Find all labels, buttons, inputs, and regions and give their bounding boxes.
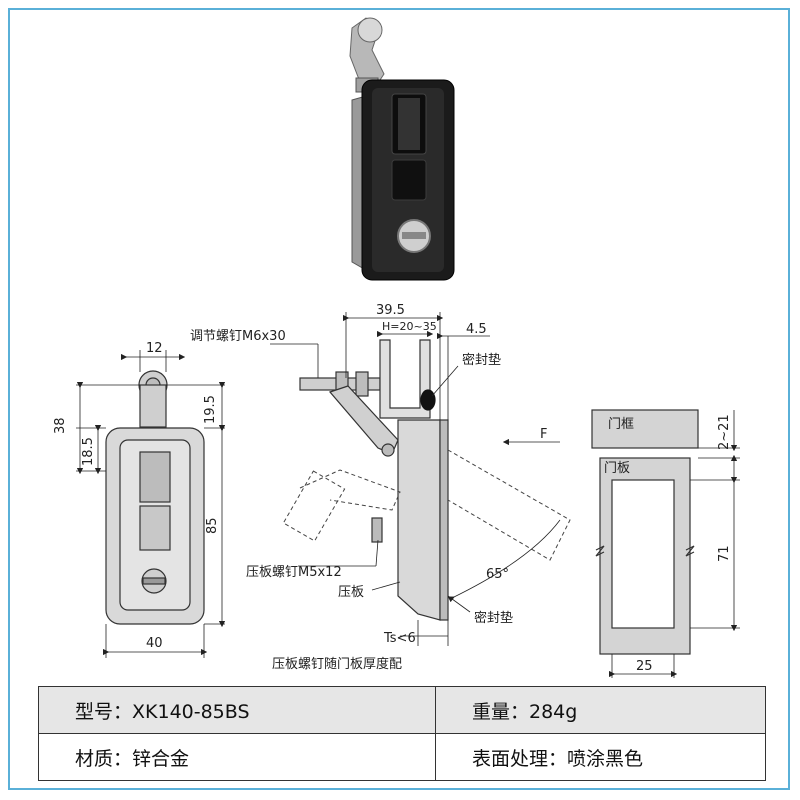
label-plate-screw: 压板螺钉M5x12	[246, 565, 342, 580]
label-door-frame: 门框	[608, 417, 634, 432]
cutout-view	[591, 409, 699, 655]
dim-25: 25	[636, 659, 653, 674]
label-adjust-screw: 调节螺钉M6x30	[190, 329, 286, 344]
spec-weight: 重量：284g	[435, 686, 766, 734]
dim-19-5: 19.5	[203, 395, 218, 424]
note-bottom: 压板螺钉随门板厚度配	[272, 656, 402, 672]
label-plate: 压板	[338, 585, 364, 600]
dim-18-5: 18.5	[81, 437, 96, 466]
spec-row: 材质：锌合金 表面处理：喷涂黑色	[38, 733, 766, 781]
spec-material: 材质：锌合金	[38, 733, 436, 781]
dim-ts: Ts<6	[383, 631, 416, 646]
dim-85: 85	[205, 517, 220, 534]
dim-2-21: 2~21	[717, 414, 732, 450]
label-door-panel: 门板	[604, 461, 630, 476]
dim-71: 71	[717, 545, 732, 562]
dim-38: 38	[53, 417, 68, 434]
dim-65-degrees: 65°	[486, 567, 509, 582]
dim-4-5: 4.5	[466, 322, 487, 337]
spec-finish: 表面处理：喷涂黑色	[435, 733, 766, 781]
dim-h-range: H=20~35	[382, 320, 437, 333]
side-view	[282, 339, 571, 621]
dim-40: 40	[146, 636, 163, 651]
dim-12: 12	[146, 341, 163, 356]
front-view	[76, 350, 226, 658]
image-frame	[8, 8, 790, 790]
product-photo	[349, 17, 455, 281]
spec-row: 型号：XK140-85BS 重量：284g	[38, 686, 766, 734]
spec-model: 型号：XK140-85BS	[38, 686, 436, 734]
label-seal-bottom: 密封垫	[474, 610, 513, 626]
force-label: F	[540, 427, 547, 442]
label-seal-top: 密封垫	[462, 352, 501, 368]
spec-table: 型号：XK140-85BS 重量：284g 材质：锌合金 表面处理：喷涂黑色	[38, 686, 766, 781]
dim-39-5: 39.5	[376, 303, 405, 318]
